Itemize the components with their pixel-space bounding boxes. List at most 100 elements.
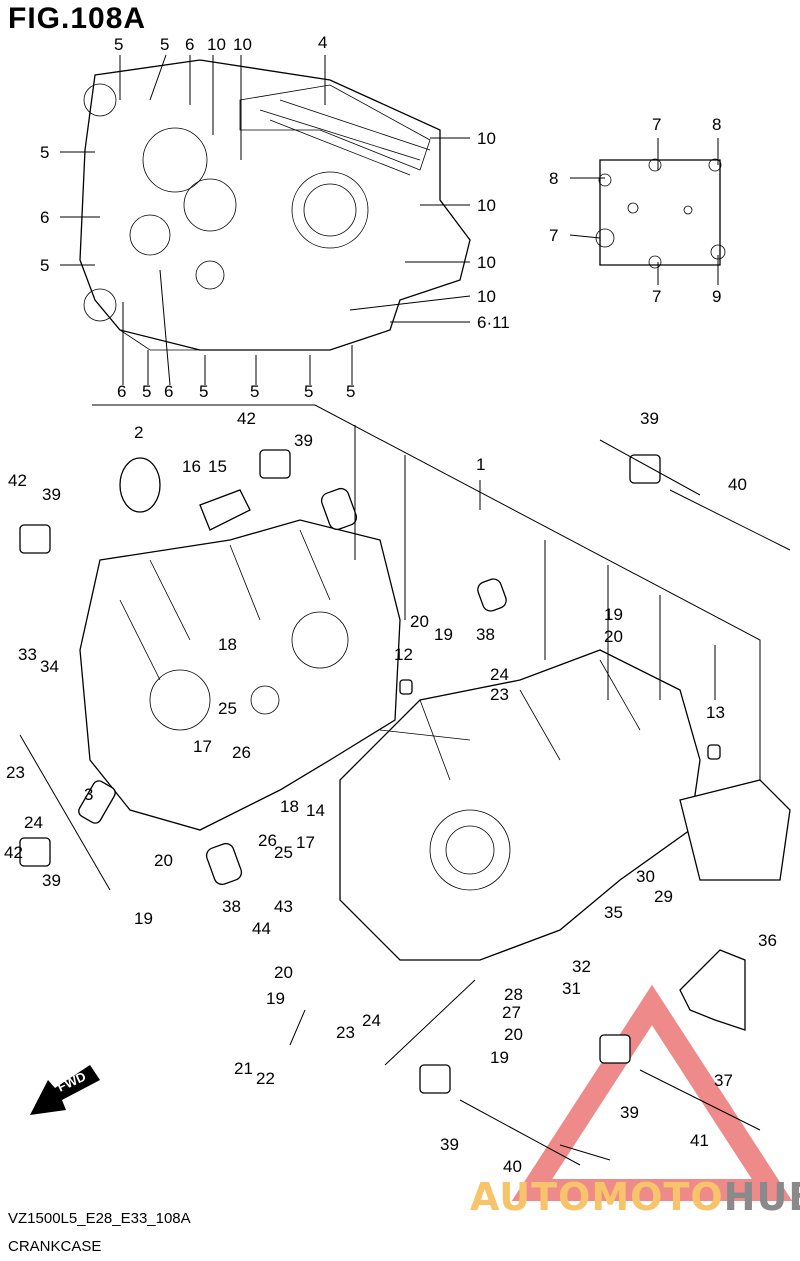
callout-5: 5 (114, 35, 123, 54)
callout-42: 42 (237, 409, 256, 428)
callout-29: 29 (654, 887, 673, 906)
crankcase-left-half (79, 519, 401, 831)
oil-jet-assemblies (19, 449, 661, 1094)
crankcase-top-view (79, 59, 471, 351)
callout-7: 7 (652, 287, 661, 306)
long-bolts (459, 489, 791, 1166)
callout-10: 10 (207, 35, 226, 54)
callout-43: 43 (274, 897, 293, 916)
callout-39: 39 (440, 1135, 459, 1154)
callout-10: 10 (233, 35, 252, 54)
callout-23: 23 (490, 685, 509, 704)
callout-19: 19 (490, 1048, 509, 1067)
cover-gasket (199, 489, 251, 531)
callout-19: 19 (266, 989, 285, 1008)
callout-20: 20 (410, 612, 429, 631)
callout-26: 26 (232, 743, 251, 762)
callout-39: 39 (42, 871, 61, 890)
callout-10: 10 (477, 253, 496, 272)
callout-10: 10 (477, 196, 496, 215)
callout-39: 39 (42, 485, 61, 504)
callout-39: 39 (294, 431, 313, 450)
callout-17: 17 (193, 737, 212, 756)
watermark-triangle (511, 984, 793, 1201)
callout-18: 18 (280, 797, 299, 816)
callout-35: 35 (604, 903, 623, 922)
mount-bracket (679, 949, 746, 1031)
callout-25: 25 (218, 699, 237, 718)
callout-5: 5 (304, 382, 313, 401)
callout-39: 39 (640, 409, 659, 428)
callout-5: 5 (199, 382, 208, 401)
crankcase-cover-top-view (595, 158, 726, 269)
callout-23: 23 (6, 763, 25, 782)
callout-5: 5 (346, 382, 355, 401)
callout-25: 25 (274, 843, 293, 862)
callout-40: 40 (503, 1157, 522, 1176)
callout-39: 39 (620, 1103, 639, 1122)
callout-5: 5 (142, 382, 151, 401)
callout-10: 10 (477, 129, 496, 148)
callout-20: 20 (604, 627, 623, 646)
callout-27: 27 (502, 1003, 521, 1022)
callout-31: 31 (562, 979, 581, 998)
callout-34: 34 (40, 657, 59, 676)
callout-38: 38 (222, 897, 241, 916)
callout-13: 13 (706, 703, 725, 722)
callout-6-11: 6·11 (477, 313, 510, 332)
callout-8: 8 (712, 115, 721, 134)
callout-42: 42 (4, 843, 23, 862)
watermark-text: AUTOMOTOHUB (470, 1175, 800, 1219)
callout-42: 42 (8, 471, 27, 490)
callout-19: 19 (434, 625, 453, 644)
callout-24: 24 (362, 1011, 381, 1030)
callout-4: 4 (318, 33, 327, 52)
callout-22: 22 (256, 1069, 275, 1088)
callout-6: 6 (185, 35, 194, 54)
callout-7: 7 (549, 226, 558, 245)
watermark-part-b: HUB (723, 1175, 800, 1219)
callout-6: 6 (40, 208, 49, 227)
callout-5: 5 (250, 382, 259, 401)
section-name: CRANKCASE (8, 1238, 102, 1255)
callout-18: 18 (218, 635, 237, 654)
callout-44: 44 (252, 919, 271, 938)
callout-28: 28 (504, 985, 523, 1004)
callout-5: 5 (160, 35, 169, 54)
callout-16: 16 (182, 457, 201, 476)
callout-14: 14 (306, 801, 325, 820)
callout-36: 36 (758, 931, 777, 950)
callout-40: 40 (728, 475, 747, 494)
leader-lines (19, 54, 761, 1161)
callout-30: 30 (636, 867, 655, 886)
callout-1: 1 (476, 455, 485, 474)
callout-32: 32 (572, 957, 591, 976)
gasket-ring (119, 457, 161, 513)
fwd-arrow: FWD (30, 1065, 100, 1115)
callout-37: 37 (714, 1071, 733, 1090)
callout-41: 41 (690, 1131, 709, 1150)
callout-33: 33 (18, 645, 37, 664)
callout-20: 20 (274, 963, 293, 982)
callout-24: 24 (24, 813, 43, 832)
callout-7: 7 (652, 115, 661, 134)
callout-8: 8 (549, 169, 558, 188)
callout-17: 17 (296, 833, 315, 852)
callout-19: 19 (604, 605, 623, 624)
callout-labels: 5 5 6 10 10 4 5 6 5 10 10 10 10 6·11 6 5… (4, 33, 777, 1176)
callout-2: 2 (134, 423, 143, 442)
callout-3: 3 (84, 785, 93, 804)
callout-5: 5 (40, 256, 49, 275)
callout-5: 5 (40, 143, 49, 162)
callout-20: 20 (504, 1025, 523, 1044)
callout-20: 20 (154, 851, 173, 870)
callout-12: 12 (394, 645, 413, 664)
callout-21: 21 (234, 1059, 253, 1078)
callout-9: 9 (712, 287, 721, 306)
dowel-pins (78, 487, 721, 886)
callout-23: 23 (336, 1023, 355, 1042)
callout-24: 24 (490, 665, 509, 684)
callout-38: 38 (476, 625, 495, 644)
callout-10: 10 (477, 287, 496, 306)
